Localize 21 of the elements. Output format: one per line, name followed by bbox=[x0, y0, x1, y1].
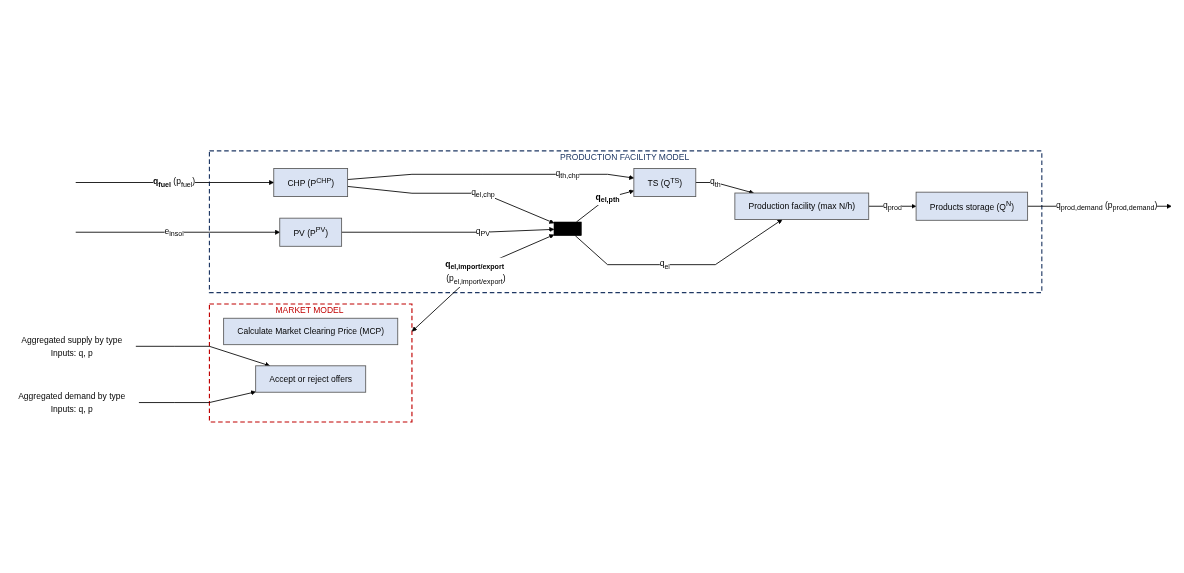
node-box: TS (Q$^{TS}$) bbox=[633, 168, 697, 197]
node-box: PV (P$^{PV}$) bbox=[279, 217, 343, 247]
edge-label: q$_{el,pth}$ bbox=[595, 191, 620, 204]
edge-label: q$_{el,import/export}$ (p$_{el,import/export}$) bbox=[445, 258, 506, 286]
node-box: Accept or reject offers bbox=[255, 365, 367, 393]
edge-label: q$_{prod,demand}$ (p$_{prod,demand}$) bbox=[1056, 200, 1158, 212]
node-box: Calculate Market Clearing Price (MCP) bbox=[223, 317, 399, 346]
edge-label: q$_{prod}$ bbox=[882, 200, 902, 212]
node-box: CHP (P$^{CHP}$) bbox=[273, 168, 349, 197]
node-bar bbox=[553, 221, 582, 236]
edge-label: q$_{el,chp}$ bbox=[471, 187, 495, 199]
edge-label: q$_{el}$ bbox=[659, 258, 670, 271]
node-box: Products storage (Q$^{N}$) bbox=[915, 191, 1029, 221]
edge-label: q$_{th}$ bbox=[709, 176, 721, 189]
node-text: Aggregated demand by type Inputs: q, p bbox=[18, 390, 126, 414]
edge-label: q$_{th,chp}$ bbox=[555, 168, 580, 181]
node-text: Aggregated supply by type Inputs: q, p bbox=[21, 334, 123, 358]
edge-label: q$_{fuel}$ (p$_{fuel}$) bbox=[153, 176, 196, 189]
node-box: Production facility (max N/h) bbox=[734, 192, 870, 220]
edge-label: e$_{insol}$ bbox=[164, 226, 184, 238]
edge-label: q$_{PV}$ bbox=[475, 226, 491, 238]
